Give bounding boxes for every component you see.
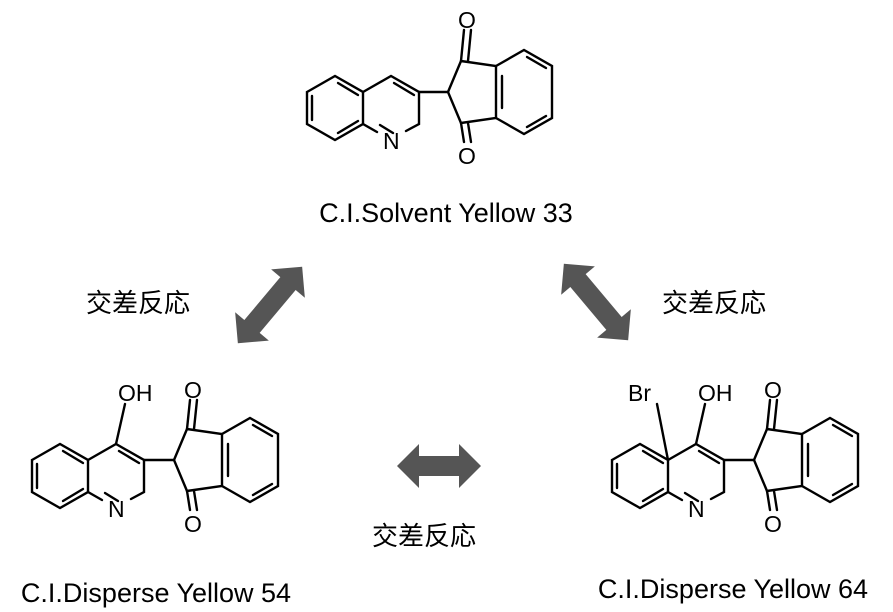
nitrogen-label: N — [108, 496, 125, 522]
quinoline-benzo-ring — [305, 74, 365, 142]
oxygen-label-top: O — [764, 377, 782, 403]
reaction-label-top-right: 交差反応 — [662, 289, 766, 319]
quinoline-pyridine-ring — [666, 442, 726, 503]
reaction-label-bottom: 交差反応 — [372, 522, 476, 552]
arrow-top-right — [561, 263, 631, 341]
quinoline-benzo-ring — [610, 442, 670, 510]
arrow-bottom — [397, 444, 481, 488]
quinoline-pyridine-ring — [86, 442, 146, 503]
compound-name-right: C.I.Disperse Yellow 64 — [598, 574, 868, 604]
quinoline-benzo-ring — [30, 442, 90, 510]
hydroxyl-label: OH — [118, 380, 153, 406]
indandione-benzene — [494, 48, 554, 136]
oxygen-label-top: O — [458, 7, 476, 33]
arrow-top-left — [235, 266, 305, 344]
compound-name-left: C.I.Disperse Yellow 54 — [21, 578, 291, 608]
bromine-label: Br — [628, 380, 651, 406]
nitrogen-label: N — [383, 128, 400, 154]
indandione-ring — [752, 398, 804, 512]
compound-name-top: C.I.Solvent Yellow 33 — [319, 198, 573, 228]
nitrogen-label: N — [688, 496, 705, 522]
oxygen-label-bottom: O — [764, 511, 782, 537]
molecule-disperse-yellow-54: N OH O O C.I.Disperse Yellow 54 — [21, 377, 291, 608]
quinoline-pyridine-ring — [361, 74, 421, 135]
indandione-benzene — [220, 416, 280, 504]
molecule-solvent-yellow-33: N O O C.I.Solvent Yellow 33 — [305, 7, 573, 228]
molecule-disperse-yellow-64: N Br OH O O C.I.Disperse Yellow 64 — [598, 377, 868, 604]
indandione-ring — [446, 28, 498, 144]
oxygen-label-top: O — [184, 377, 202, 403]
oxygen-label-bottom: O — [458, 143, 476, 169]
reaction-label-top-left: 交差反応 — [86, 289, 190, 319]
hydroxyl-label: OH — [698, 380, 733, 406]
oxygen-label-bottom: O — [184, 511, 202, 537]
indandione-ring — [172, 398, 224, 512]
indandione-benzene — [800, 416, 860, 504]
